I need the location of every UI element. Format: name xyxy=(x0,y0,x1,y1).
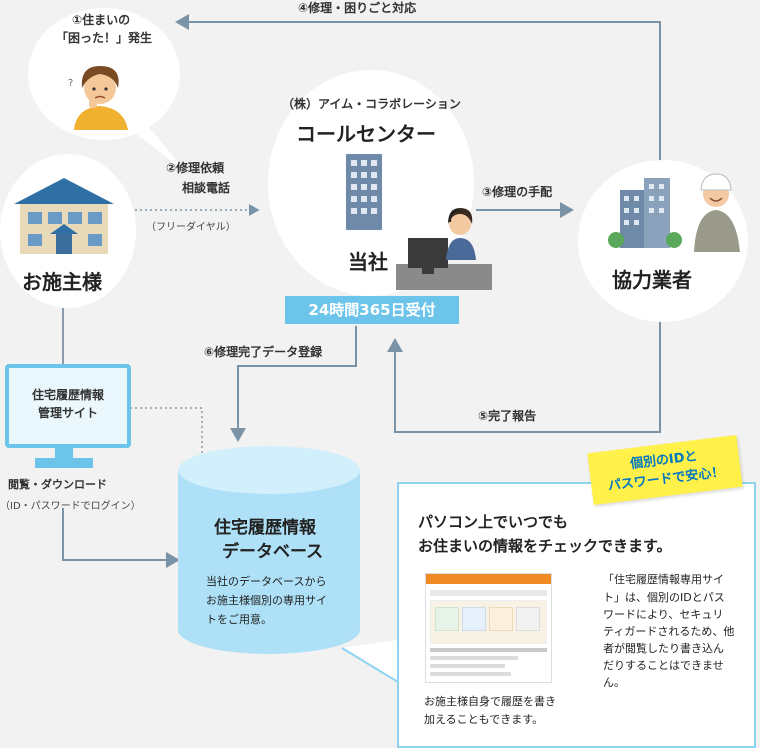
company-name: （株）アイム・コラボレーション xyxy=(282,97,461,111)
access-note: （ID・パスワードでログイン） xyxy=(0,501,141,512)
panel-headline-2: お住まいの情報をチェックできます。 xyxy=(418,537,672,555)
info-panel xyxy=(397,482,756,748)
panel-body-2: ト」は、個別のIDとパス xyxy=(603,591,725,604)
panel-body-5: 者が閲覧したり書き込ん xyxy=(603,642,724,655)
db-desc-2: お施主様個別の専用サイ xyxy=(206,594,327,607)
open-24h-badge: 24時間365日受付 xyxy=(285,296,459,324)
step2-note: （フリーダイヤル） xyxy=(146,222,236,233)
db-desc-3: トをご用意。 xyxy=(206,613,272,626)
panel-body-1: 「住宅履歴情報専用サイ xyxy=(603,573,724,586)
step2-label-2: 相談電話 xyxy=(182,181,231,195)
site-monitor: 住宅履歴情報管理サイト xyxy=(5,364,131,448)
bubble-tail xyxy=(118,120,186,172)
database-cylinder xyxy=(178,446,360,654)
operator-icon xyxy=(396,208,492,290)
svg-text:?: ? xyxy=(68,78,73,89)
partner-label: 協力業者 xyxy=(612,268,692,292)
panel-note-1: お施主様自身で履歴を書き xyxy=(424,695,556,708)
arrow-access xyxy=(62,508,180,568)
sticky-text-2: パスワードで安心！ xyxy=(607,464,726,495)
step5-label: ⑤完了報告 xyxy=(478,409,537,423)
db-title-1: 住宅履歴情報 xyxy=(214,518,316,538)
company-us-label: 当社 xyxy=(348,250,388,274)
contractor-icon xyxy=(608,173,740,252)
callcenter-title: コールセンター xyxy=(296,122,436,146)
arrow-step4 xyxy=(175,14,661,185)
db-title-2: データベース xyxy=(222,542,324,562)
monitor-stand-icon xyxy=(35,448,93,468)
step4-label: ④修理・困りごと対応 xyxy=(298,1,417,15)
panel-body-6: だりすることはできませ xyxy=(603,659,724,672)
site-label-2: 管理サイト xyxy=(37,406,98,420)
step1-label-2: 「困った！」発生 xyxy=(56,31,153,45)
house-icon xyxy=(14,178,114,254)
access-label: 閲覧・ダウンロード xyxy=(8,478,107,491)
panel-headline-1: パソコン上でいつでも xyxy=(418,513,569,531)
worried-person-icon: ? xyxy=(68,66,128,130)
arrow-step5 xyxy=(387,318,661,433)
step1-label: ①住まいの xyxy=(72,13,131,27)
db-desc-1: 当社のデータベースから xyxy=(206,575,327,588)
panel-body-7: ん。 xyxy=(603,676,625,689)
step6-label: ⑥修理完了データ登録 xyxy=(204,345,323,359)
building-icon xyxy=(346,154,382,230)
customer-label: お施主様 xyxy=(22,270,102,294)
arrow-step6 xyxy=(230,326,357,442)
panel-body-3: ワードにより、セキュリ xyxy=(603,608,724,621)
panel-body-4: ティガードされるため、他 xyxy=(603,625,735,638)
site-label-1: 住宅履歴情報 xyxy=(31,388,104,402)
step3-label: ③修理の手配 xyxy=(482,185,553,199)
step2-label: ②修理依頼 xyxy=(166,161,225,175)
site-screenshot xyxy=(425,573,552,683)
panel-note-2: 加えることもできます。 xyxy=(424,713,544,726)
line-site-db xyxy=(130,407,203,470)
